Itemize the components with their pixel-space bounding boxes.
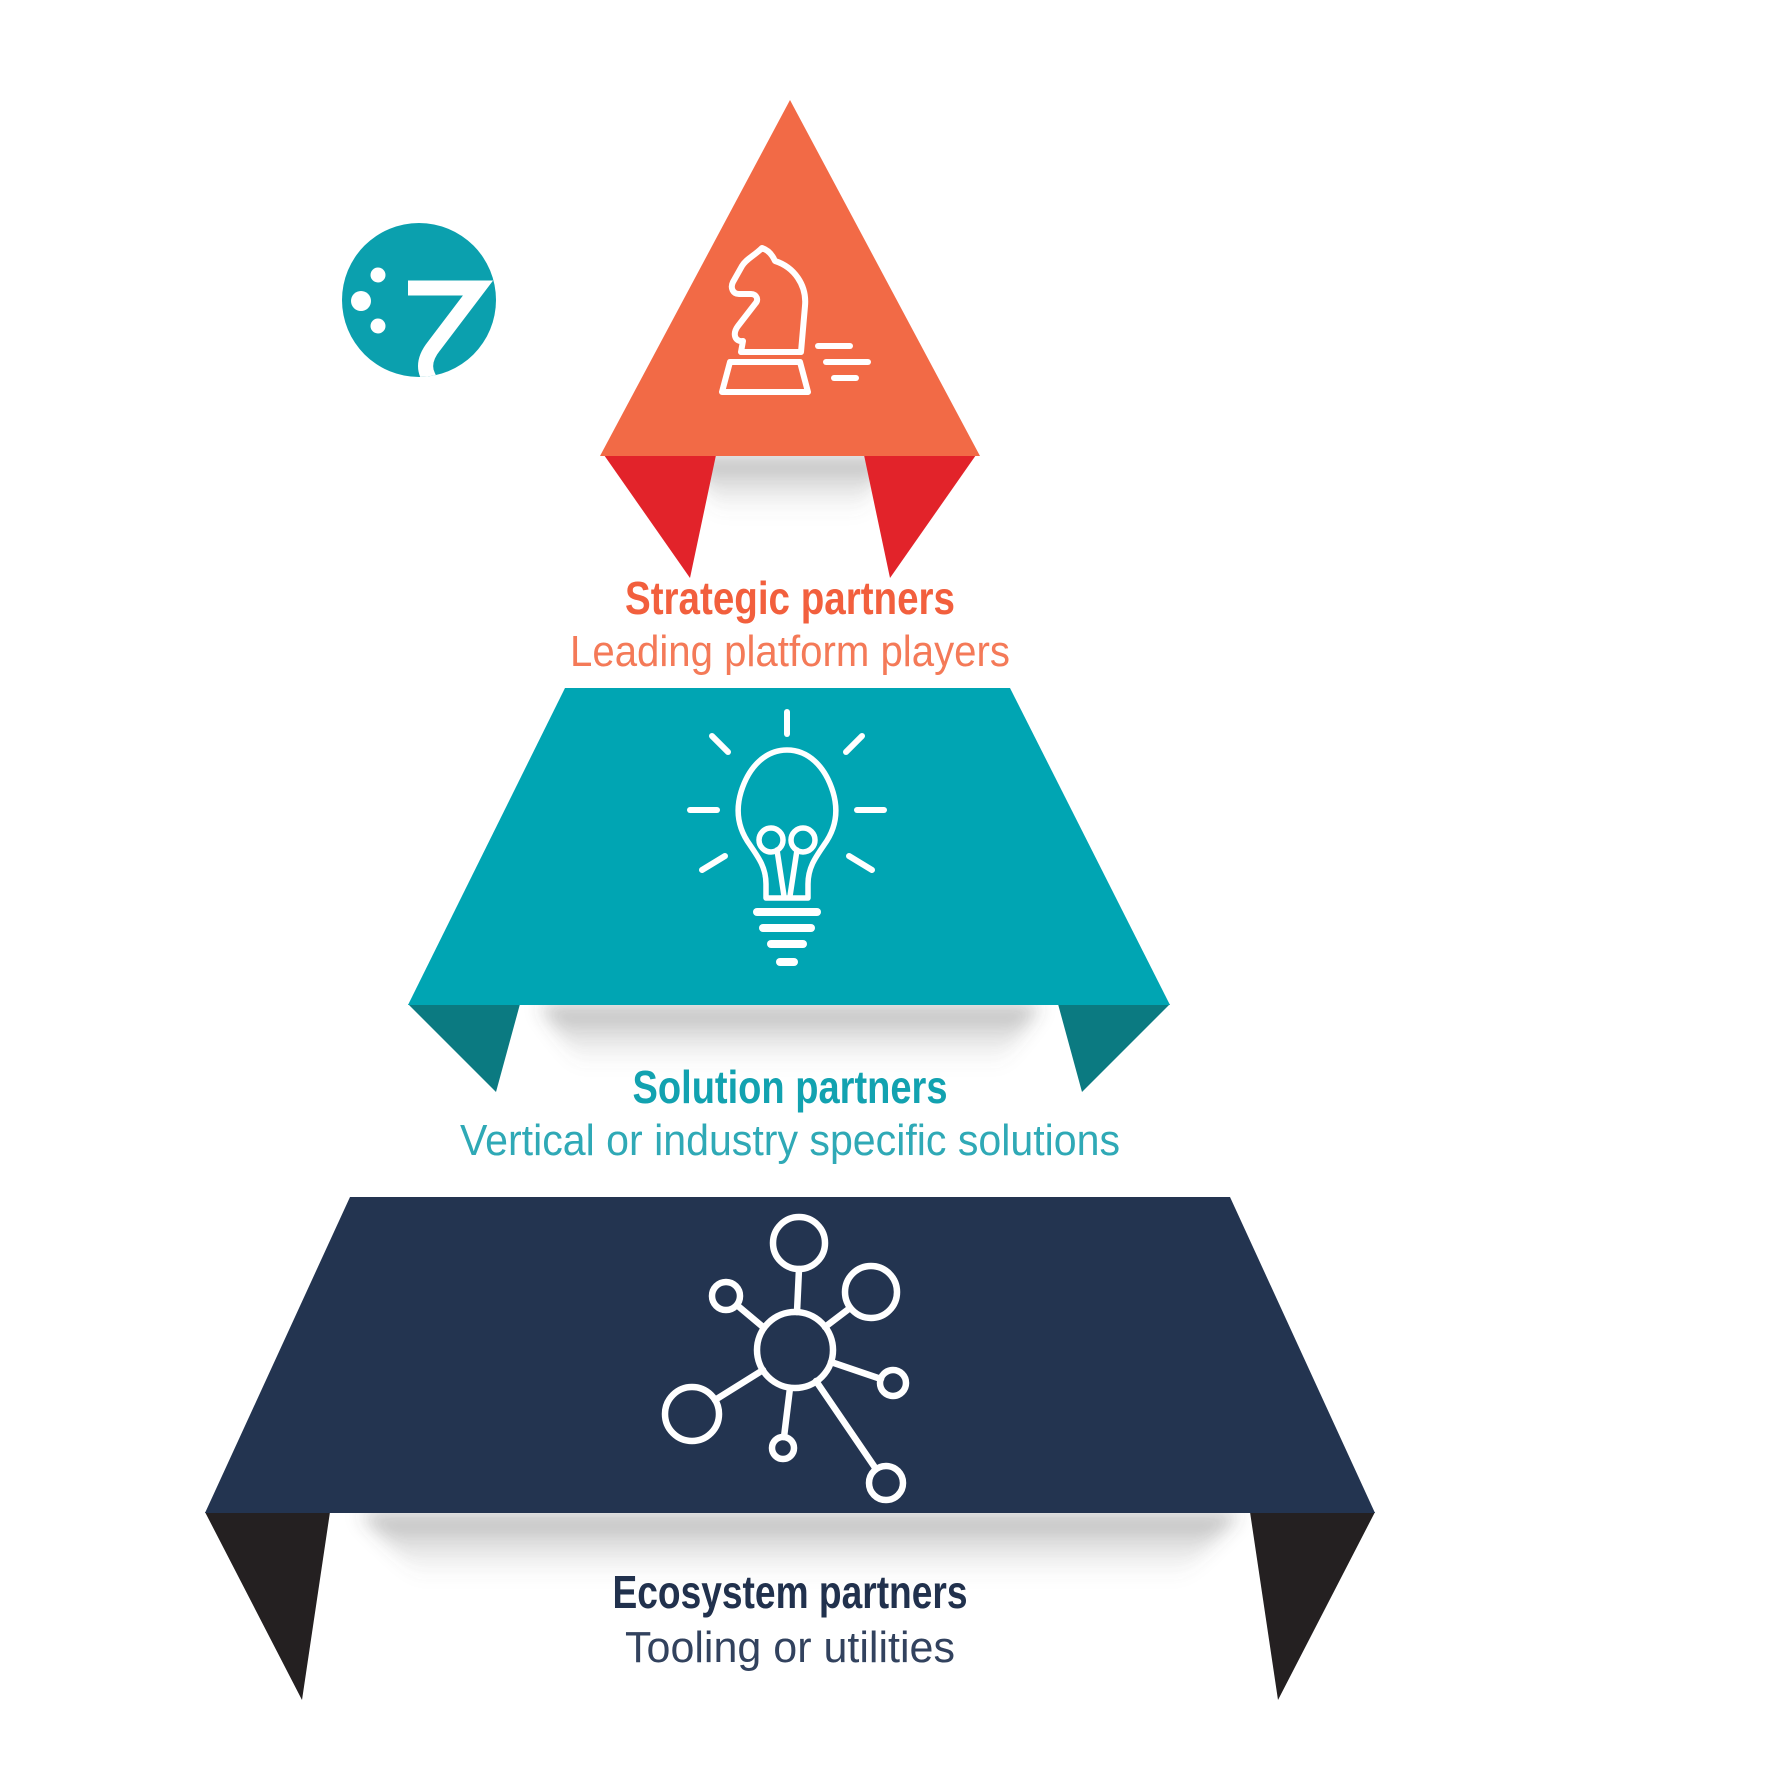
tier-strategic: Strategic partners Leading platform play… [570,100,1010,676]
solution-trapezoid [408,688,1170,1005]
chess-knight-icon [719,245,871,395]
strategic-title: Strategic partners [625,572,955,624]
solution-flap-left [408,1004,520,1092]
solution-title: Solution partners [633,1061,948,1113]
strategic-flap-left [604,455,716,578]
ecosystem-subtitle: Tooling or utilities [625,1623,955,1672]
ecosystem-flap-left [205,1512,330,1700]
ecosystem-flap-right [1250,1512,1375,1700]
lightbulb-icon [687,709,887,966]
solution-subtitle: Vertical or industry specific solutions [460,1116,1120,1165]
network-hub-icon [661,1213,910,1504]
strategic-flap-right [864,455,976,578]
strategic-subtitle: Leading platform players [570,627,1010,676]
ecosystem-trapezoid [205,1197,1375,1513]
strategic-shadow [690,456,890,514]
logo-circle [342,223,496,377]
solution-shadow [540,1005,1040,1066]
tier-solution: Solution partners Vertical or industry s… [408,688,1170,1165]
tier-ecosystem: Ecosystem partners Tooling or utilities [205,1197,1375,1700]
ecosystem-shadow [360,1513,1240,1578]
ecosystem-title: Ecosystem partners [613,1566,968,1618]
logo-mark-icon [351,267,494,377]
brand-logo [342,223,496,377]
solution-flap-right [1058,1004,1170,1092]
strategic-triangle [600,100,980,456]
